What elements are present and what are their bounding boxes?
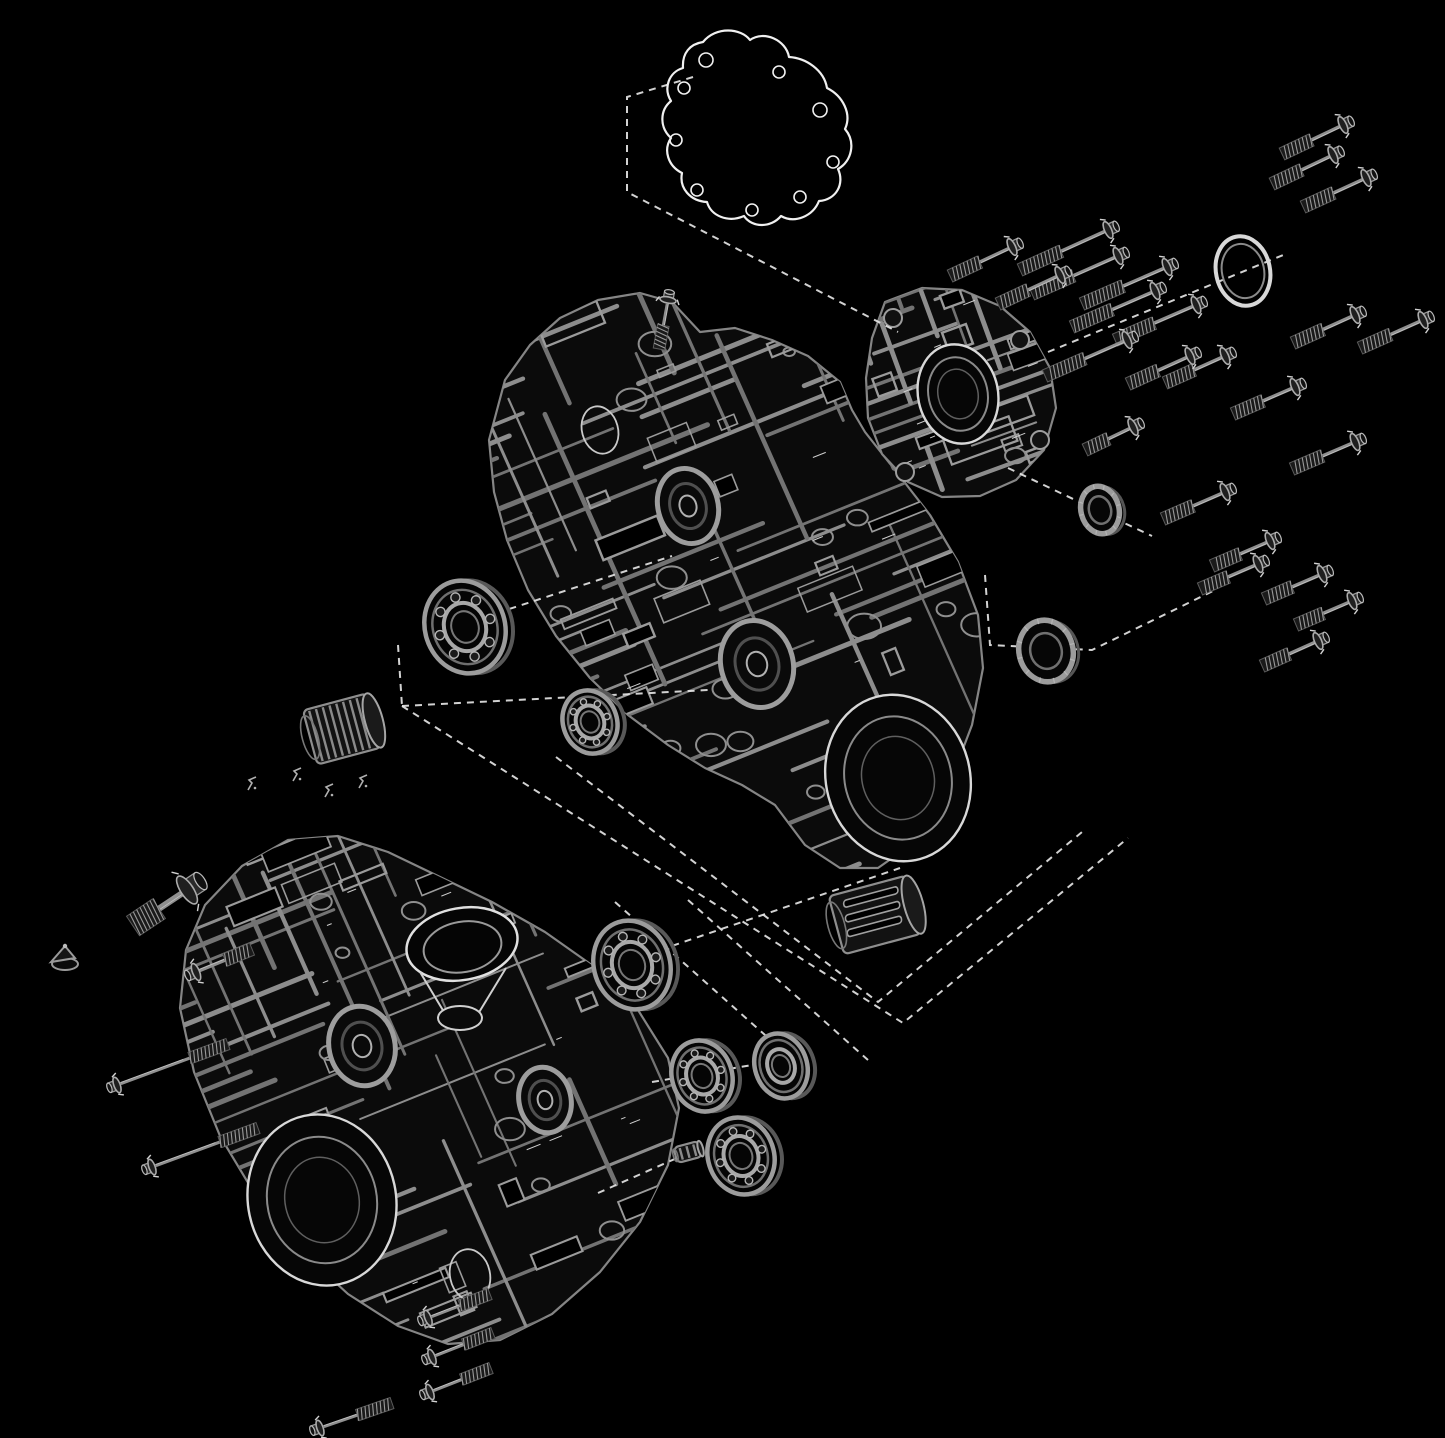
bearing-race (752, 1031, 818, 1101)
flange-bolt (1159, 480, 1238, 526)
input-shaft-seal (1015, 617, 1081, 685)
flange-bolt-short (183, 942, 256, 984)
gasket-leader (626, 76, 899, 333)
flange-bolt (309, 1396, 395, 1438)
upper-axis-leader (659, 867, 901, 951)
ball-bearing-front (422, 578, 515, 676)
flange-bolt (417, 1287, 493, 1329)
flange-bolt (419, 1361, 494, 1403)
top-cover-gasket (661, 29, 853, 227)
flange-bolt (1161, 344, 1238, 390)
flange-bolt-long (1078, 255, 1180, 311)
flange-bolt-short (1208, 529, 1283, 573)
flange-bolt (994, 263, 1073, 311)
oil-strainer (825, 874, 927, 955)
flange-bolt (1288, 430, 1368, 476)
output-shaft-seal (1077, 483, 1127, 537)
flange-bolt (1356, 308, 1436, 355)
ball-bearing-small (560, 688, 627, 756)
flange-bolt (1289, 303, 1368, 350)
bearing-axis-leader (496, 555, 673, 614)
retaining-clip (324, 783, 334, 798)
stud-bolt (652, 289, 680, 351)
flange-bolt (1229, 375, 1308, 421)
flange-bolt-long (141, 1121, 261, 1178)
o-ring-seal (1213, 234, 1273, 308)
flange-bolt (1268, 143, 1345, 191)
breather-cap (48, 943, 79, 971)
axis-chevron-outer (401, 705, 1129, 1025)
flange-bolt-short (1081, 415, 1145, 457)
flange-bolt (946, 235, 1025, 283)
flange-bolt (1299, 166, 1379, 214)
drain-plug (125, 871, 208, 937)
flange-bolt-long (106, 1037, 231, 1096)
ball-bearing-lower (705, 1115, 784, 1197)
ball-bearing-input (591, 918, 680, 1012)
flange-bolt-long (1068, 279, 1168, 334)
lower-axis-leader-2 (687, 899, 869, 1061)
flange-bolt (1124, 344, 1203, 391)
retaining-clip (358, 774, 368, 789)
splined-plug (299, 692, 387, 765)
flange-bolt-long (1041, 328, 1140, 383)
axis-chevron-inner (555, 756, 1083, 1004)
flange-bolt (421, 1326, 496, 1368)
flange-bolt (1278, 113, 1355, 161)
flange-bolt-short (1196, 552, 1271, 596)
ball-bearing-mid (669, 1038, 742, 1114)
flange-bolt-short (1292, 589, 1365, 632)
oring-leader (1047, 252, 1289, 353)
flange-bolt-short (1258, 629, 1331, 673)
dowel-pin (671, 1139, 705, 1164)
bearing-leader (397, 644, 403, 707)
flange-bolt-long (1016, 218, 1121, 277)
flange-bolt-short (1260, 562, 1335, 606)
filler-funnel-bore (405, 905, 519, 1031)
retaining-clip (247, 776, 257, 791)
retaining-clip (292, 767, 302, 782)
